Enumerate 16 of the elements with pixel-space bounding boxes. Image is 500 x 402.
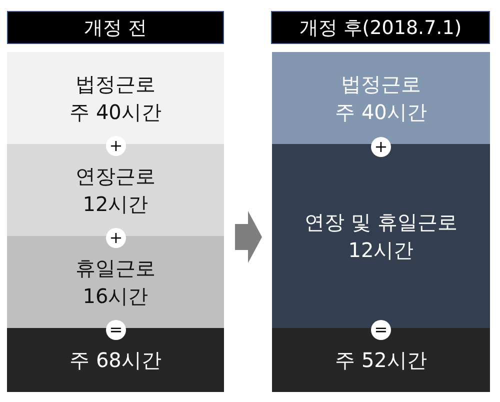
- hours-label: 주 68시간: [68, 347, 162, 374]
- header-title: 개정 후(2018.7.1): [299, 16, 462, 40]
- hours-label: 법정근로 주 40시간: [68, 71, 162, 126]
- header-bar: [7, 11, 224, 44]
- hours-block: [7, 328, 224, 392]
- hours-label: 법정근로 주 40시간: [334, 71, 428, 126]
- hours-label: 주 52시간: [334, 347, 428, 374]
- header-bar: [271, 11, 490, 44]
- hours-label: 연장근로 12시간: [74, 163, 156, 218]
- arrow: [235, 211, 262, 263]
- hours-block: [272, 328, 490, 392]
- header-title: 개정 전: [84, 16, 148, 40]
- hours-label: 휴일근로 16시간: [74, 255, 156, 310]
- hours-block: [272, 144, 490, 328]
- hours-label: 연장 및 휴일근로 12시간: [304, 209, 458, 264]
- hours-block: [272, 52, 490, 144]
